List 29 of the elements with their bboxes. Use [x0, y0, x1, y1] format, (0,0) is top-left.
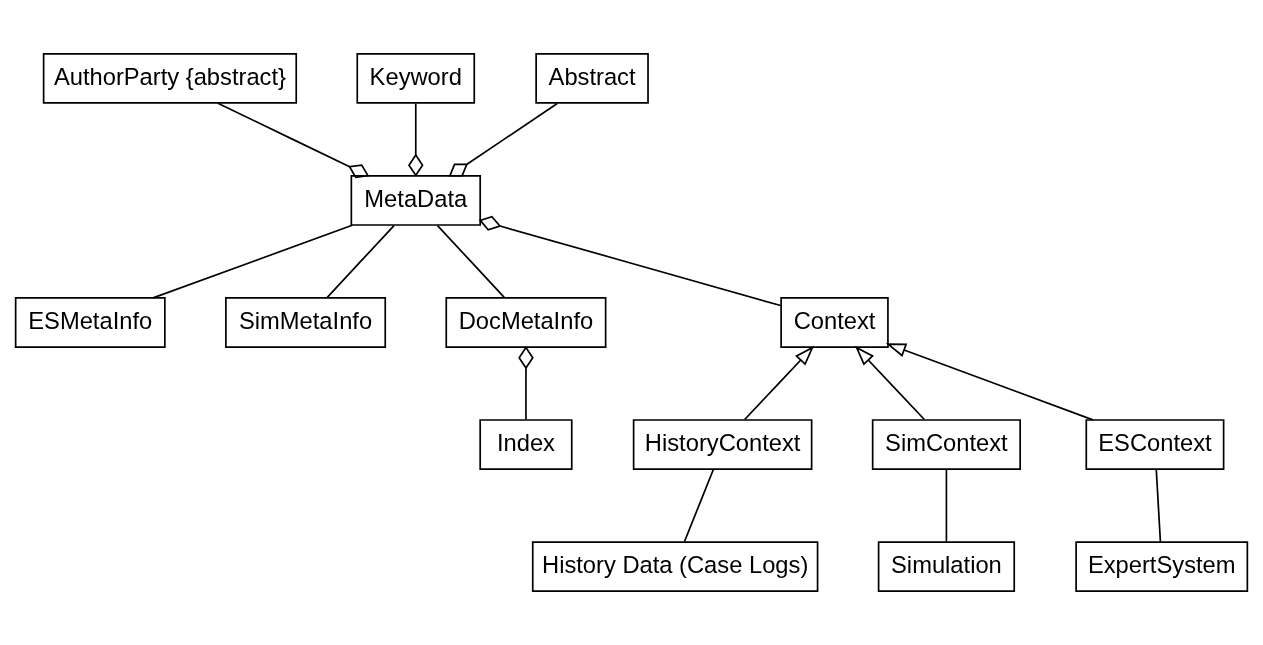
node-box: History Data (Case Logs)	[531, 541, 819, 593]
node-box: ESContext	[1085, 419, 1225, 470]
node-box: SimMetaInfo	[225, 297, 387, 348]
connector	[436, 224, 506, 299]
connector	[945, 468, 948, 543]
node-box: AuthorParty {abstract}	[42, 52, 298, 104]
arrow	[743, 345, 815, 421]
node-box: ESMetaInfo	[14, 297, 166, 348]
connector	[217, 102, 370, 179]
node-box: ExpertSystem	[1075, 541, 1249, 593]
node-box: HistoryContext	[632, 419, 813, 470]
node-box: MetaData	[350, 175, 482, 226]
node-box: Context	[780, 297, 889, 348]
node-box: Index	[479, 419, 573, 470]
node-box: Abstract	[535, 52, 649, 104]
connector	[1155, 468, 1162, 543]
connector	[518, 346, 534, 421]
node-box: DocMetaInfo	[445, 297, 607, 348]
connector	[448, 102, 559, 177]
connector	[683, 468, 715, 543]
connector	[478, 215, 782, 307]
node-box: Simulation	[877, 541, 1016, 593]
connector	[407, 102, 424, 177]
connector	[326, 224, 395, 299]
arrow	[854, 345, 926, 421]
node-box: Keyword	[356, 52, 476, 104]
arrow	[885, 343, 1094, 421]
node-box: SimContext	[871, 419, 1021, 470]
connector	[152, 224, 354, 299]
